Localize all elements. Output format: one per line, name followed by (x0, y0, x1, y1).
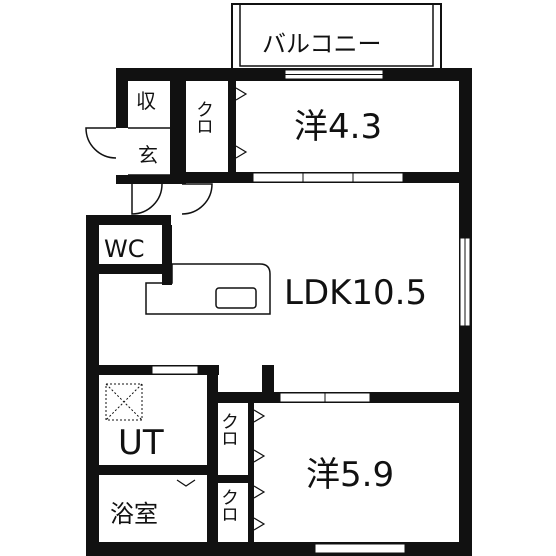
western-room-top-label: 洋4.3 (294, 107, 383, 147)
western-room-bottom-label: 洋5.9 (306, 455, 395, 495)
storage-label: 収 (136, 89, 156, 113)
ldk-label: LDK10.5 (284, 273, 428, 313)
closet-lower-1-label: クロ (218, 412, 239, 446)
balcony-label: バルコニー (262, 30, 382, 58)
entrance-label: 玄 (138, 143, 158, 167)
closet-top-label: クロ (193, 100, 214, 134)
doors (85, 127, 213, 215)
wc-label: WC (104, 235, 145, 263)
ut-label: UT (118, 423, 164, 463)
washer-space (105, 383, 143, 421)
closet-lower-2-label: クロ (218, 488, 239, 522)
kitchen-counter (145, 263, 271, 315)
windows (151, 69, 471, 554)
bath-label: 浴室 (110, 500, 158, 528)
closet-door-marks (176, 87, 266, 531)
